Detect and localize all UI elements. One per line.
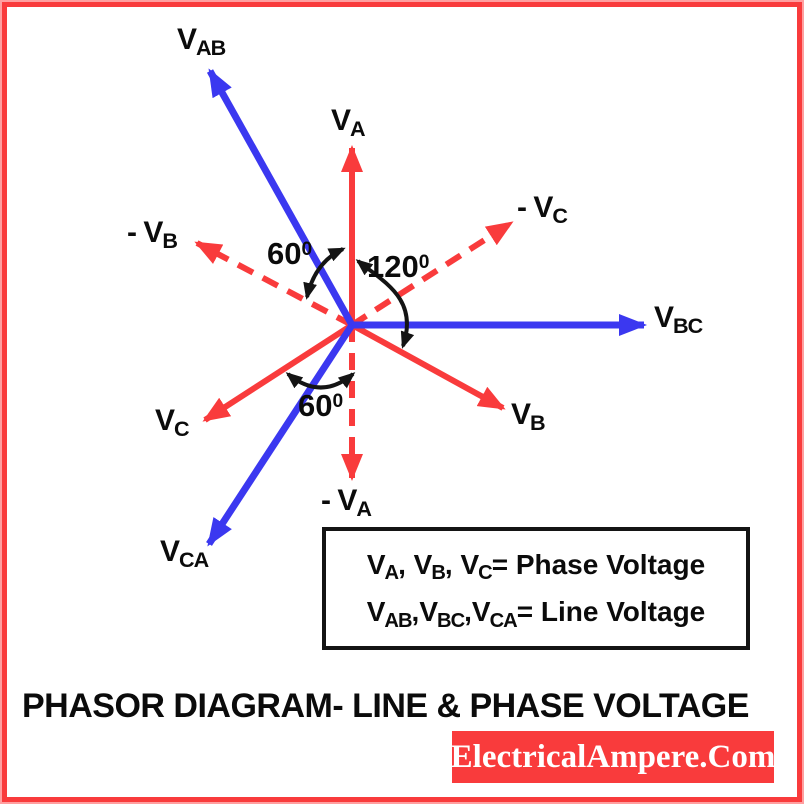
legend-sep-4: ,: [464, 596, 472, 628]
label-neg-vc-main: - V: [517, 191, 553, 224]
arrow-vc: [202, 322, 354, 423]
label-vab: VAB: [177, 23, 226, 59]
angle-arc-60-bottom: [285, 372, 356, 390]
label-vab-main: V: [177, 23, 197, 56]
label-vbc-sub: BC: [673, 313, 703, 339]
label-vb-sub: B: [530, 410, 546, 436]
legend-line-eq: = Line Voltage: [516, 596, 706, 628]
legend-sep-1: ,: [398, 548, 414, 580]
legend-vc-main: V: [460, 548, 479, 580]
angle-arc-120: [355, 259, 415, 349]
label-vab-sub: AB: [196, 35, 226, 61]
label-vb-main: V: [511, 398, 531, 431]
figure-title: PHASOR DIAGRAM- LINE & PHASE VOLTAGE: [22, 687, 749, 725]
legend-sep-2: ,: [444, 548, 461, 580]
label-neg-vb-main: - V: [127, 216, 163, 249]
legend-vc-sub: C: [478, 562, 493, 585]
legend-vab-sub: AB: [384, 609, 412, 632]
legend-line-phase: VA, VB, VC= Phase Voltage: [366, 548, 706, 583]
angle-120-value: 120: [367, 249, 419, 284]
legend-vb-sub: B: [431, 562, 446, 585]
legend-vca-main: V: [471, 596, 491, 628]
angle-label-60-top: 600: [267, 238, 312, 269]
label-vc-main: V: [155, 404, 175, 437]
label-neg-vb: - VB: [127, 216, 178, 252]
label-va: VA: [331, 104, 366, 140]
angle-label-60-bottom: 600: [298, 390, 343, 421]
arrow-vb: [350, 322, 506, 411]
arrow-vca: [206, 323, 355, 547]
legend-vb-main: V: [413, 548, 433, 580]
legend-phase-eq: = Phase Voltage: [491, 548, 706, 580]
label-neg-vb-sub: B: [162, 228, 178, 254]
legend-box: VA, VB, VC= Phase Voltage VAB,VBC,VCA= L…: [322, 527, 750, 650]
angle-60-bottom-sup: 0: [332, 391, 344, 413]
label-neg-vc: - VC: [517, 191, 568, 227]
angle-60-top-sup: 0: [301, 239, 313, 261]
angle-120-sup: 0: [418, 252, 430, 274]
label-vbc: VBC: [654, 301, 703, 337]
legend-vbc-sub: BC: [437, 609, 465, 632]
angle-label-120: 1200: [367, 251, 429, 282]
label-neg-va-main: - V: [321, 484, 357, 517]
angle-60-top-value: 60: [267, 236, 302, 271]
legend-line-line: VAB,VBC,VCA= Line Voltage: [366, 596, 706, 631]
legend-va-sub: A: [384, 562, 400, 585]
label-neg-vc-sub: C: [552, 203, 568, 229]
label-vc-sub: C: [174, 416, 190, 442]
arrow-neg-vb: [194, 240, 354, 328]
watermark-banner: ElectricalAmpere.Com: [450, 731, 776, 783]
legend-va-main: V: [366, 548, 386, 580]
label-vca-sub: CA: [179, 547, 209, 573]
legend-vbc-main: V: [419, 596, 438, 628]
label-vbc-main: V: [654, 301, 674, 334]
watermark-text: ElectricalAmpere.Com: [450, 738, 776, 775]
label-neg-va: - VA: [321, 484, 372, 520]
label-vca-main: V: [160, 535, 180, 568]
label-va-main: V: [331, 104, 351, 137]
angle-60-bottom-value: 60: [298, 388, 333, 423]
legend-sep-3: ,: [411, 596, 420, 628]
label-vc: VC: [155, 404, 190, 440]
label-vca: VCA: [160, 535, 209, 571]
legend-vab-main: V: [366, 596, 386, 628]
label-neg-va-sub: A: [356, 496, 372, 522]
legend-vca-sub: CA: [489, 609, 518, 632]
label-va-sub: A: [350, 116, 366, 142]
angle-arc-60-top: [303, 247, 346, 300]
label-vb: VB: [511, 398, 546, 434]
